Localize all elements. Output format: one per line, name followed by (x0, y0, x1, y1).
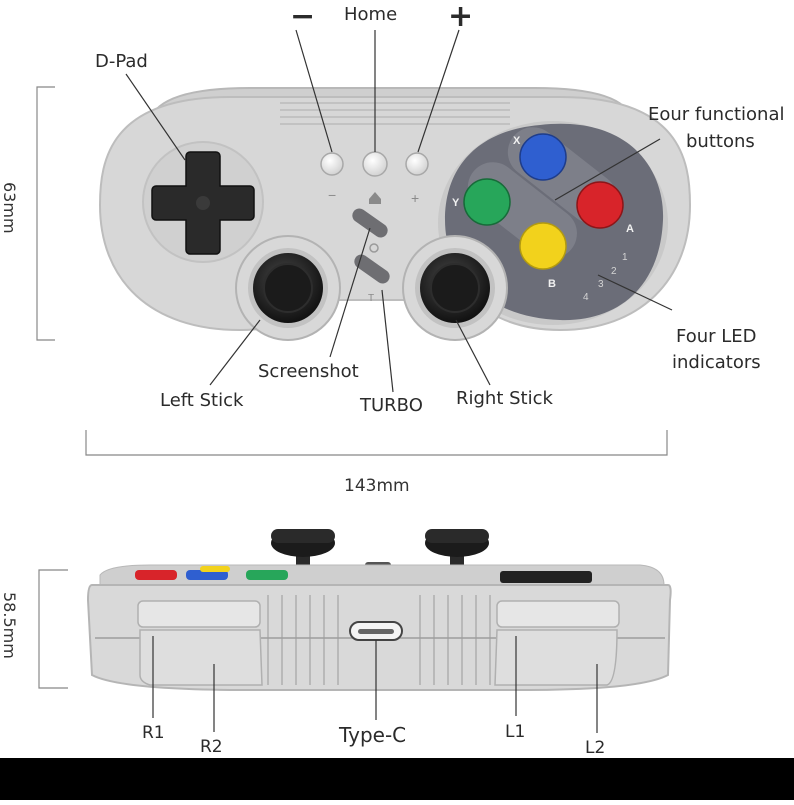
minus-button[interactable] (320, 152, 344, 176)
blue-button-side (186, 570, 228, 580)
home-button[interactable] (362, 151, 388, 177)
r1-label: R1 (142, 723, 165, 743)
height-dimension-side (38, 569, 68, 689)
height-dimension-top (36, 86, 55, 341)
dpad-label: D-Pad (95, 51, 148, 72)
right-stick-label: Right Stick (456, 388, 554, 409)
height-dimension-side-label: 58.5mm (0, 592, 19, 659)
minus-glyph: − (328, 187, 336, 203)
r1-button[interactable] (137, 600, 261, 628)
right-stick[interactable] (402, 235, 508, 341)
yellow-button-side (200, 566, 230, 572)
functional-buttons-label-line2: buttons (686, 131, 755, 152)
plus-button[interactable] (405, 152, 429, 176)
l1-label: L1 (505, 722, 525, 742)
side-leader-lines (152, 636, 598, 733)
left-stick-side (271, 529, 335, 573)
l1-button[interactable] (496, 600, 620, 628)
type-c-label: Type-C (338, 723, 406, 747)
home-label: Home (344, 4, 397, 25)
turbo-label: TURBO (359, 395, 423, 416)
dpad-area (142, 141, 264, 263)
led-number-3: 3 (598, 279, 604, 290)
led-indicators: 1 2 3 4 (583, 252, 628, 303)
controller-side-view: R1 R2 Type-C L1 L2 58.5mm (0, 529, 672, 758)
x-button[interactable] (519, 133, 567, 181)
dpad-side (500, 571, 592, 583)
led-indicators-label-line2: indicators (672, 352, 761, 373)
controller-top-view: X Y A B 1 2 3 4 − + T (0, 0, 784, 496)
grip-ribs (267, 595, 491, 685)
left-stick[interactable] (235, 235, 341, 341)
led-indicators-label-line1: Four LED (676, 326, 757, 347)
r2-label: R2 (200, 737, 223, 757)
width-dimension-label: 143mm (344, 476, 410, 496)
a-button[interactable] (576, 181, 624, 229)
l2-button[interactable] (494, 629, 618, 686)
y-button[interactable] (463, 178, 511, 226)
minus-label: − (290, 0, 315, 34)
screenshot-label: Screenshot (258, 361, 359, 382)
home-icon (369, 192, 381, 204)
led-number-1: 1 (622, 252, 628, 263)
y-letter: Y (452, 197, 460, 209)
screenshot-button[interactable] (350, 206, 391, 240)
l2-label: L2 (585, 738, 605, 758)
width-dimension (85, 430, 668, 456)
b-letter: B (548, 278, 556, 290)
plus-glyph: + (411, 190, 419, 206)
top-ridges (280, 102, 510, 125)
leader-lines (125, 29, 673, 393)
b-button[interactable] (519, 222, 567, 270)
height-dimension-top-label: 63mm (0, 182, 19, 234)
red-button-side (135, 570, 177, 580)
plus-label: + (448, 0, 473, 34)
r2-button[interactable] (139, 629, 263, 686)
led-number-4: 4 (583, 292, 589, 303)
led-number-2: 2 (611, 266, 617, 277)
functional-buttons-label-line1: Eour functional (648, 104, 784, 125)
x-letter: X (513, 135, 521, 147)
left-stick-label: Left Stick (160, 390, 244, 411)
bottom-black-bar (0, 758, 794, 800)
screenshot-icon (369, 243, 379, 253)
green-button-side (246, 570, 288, 580)
turbo-button[interactable] (352, 252, 393, 286)
turbo-glyph: T (368, 293, 374, 304)
a-letter: A (626, 223, 634, 235)
